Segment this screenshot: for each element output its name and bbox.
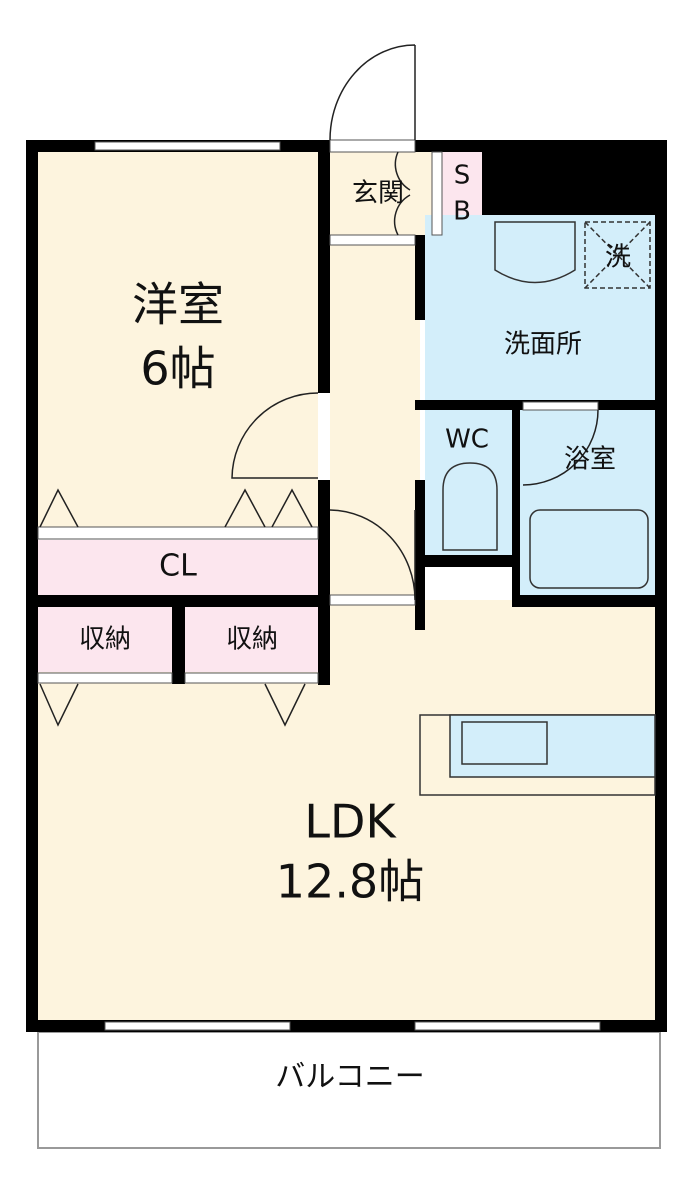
storage-right <box>185 607 318 672</box>
balcony <box>37 1031 661 1149</box>
bathtub-icon <box>529 509 649 589</box>
storage-right-label: 収納 <box>226 625 278 655</box>
western-room-floor <box>38 152 318 527</box>
washing-machine-space <box>584 221 651 289</box>
western-room-size: 6帖 <box>140 342 215 396</box>
shoe-box-label-b: B <box>453 197 471 227</box>
western-room-label: 洋室 <box>132 278 224 332</box>
sink-icon <box>494 221 576 284</box>
washing-machine-label: 洗 <box>605 243 631 273</box>
closet-label: CL <box>159 549 197 584</box>
door-swings <box>39 44 599 727</box>
windows <box>37 139 601 1031</box>
ldk-size: 12.8帖 <box>276 855 424 909</box>
entrance-label: 玄関 <box>352 179 404 209</box>
kitchen-sink-icon <box>461 721 548 765</box>
toilet-label: WC <box>445 425 489 455</box>
closet <box>38 540 318 595</box>
fixtures <box>419 221 656 796</box>
storage-left <box>38 607 172 672</box>
washroom-label: 洗面所 <box>504 330 582 360</box>
ldk-label: LDK <box>304 795 397 849</box>
storage-left-label: 収納 <box>79 625 131 655</box>
shoe-box-label-s: S <box>454 161 471 191</box>
toilet-icon <box>442 462 498 551</box>
bathroom-label: 浴室 <box>564 445 616 475</box>
balcony-label: バルコニー <box>275 1060 424 1095</box>
corridor-floor <box>330 235 420 605</box>
entrance-floor <box>330 152 432 235</box>
